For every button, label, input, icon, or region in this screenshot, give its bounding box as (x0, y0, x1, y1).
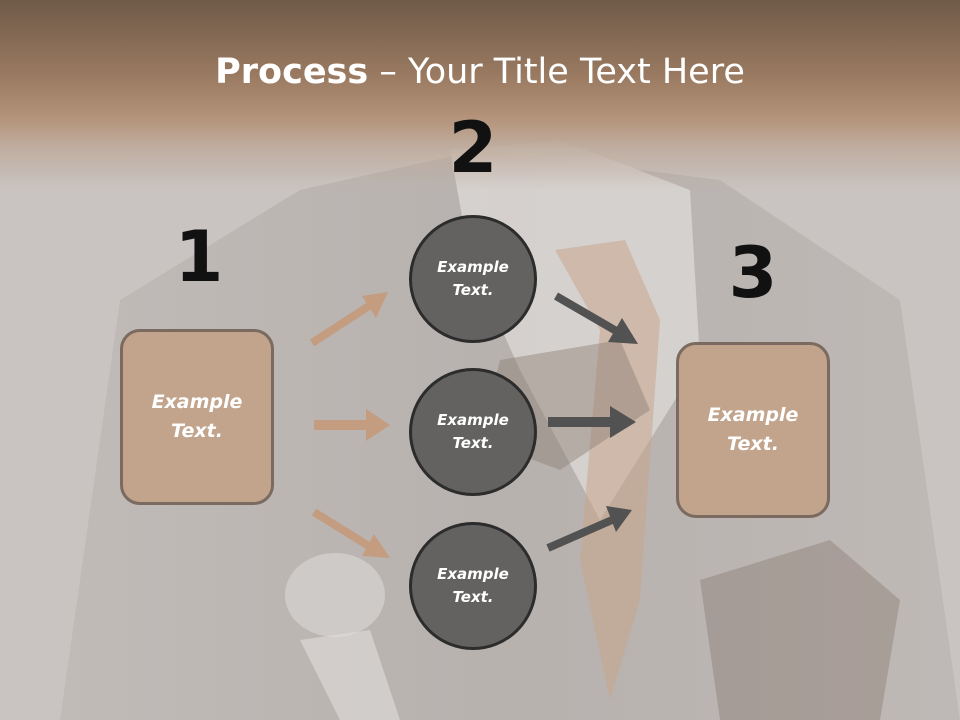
step-2-circle-bottom: Example Text. (409, 522, 537, 650)
step-number-1: 1 (174, 216, 224, 298)
title-band (0, 0, 960, 190)
step-2-circle-top: Example Text. (409, 215, 537, 343)
step-number-3: 3 (728, 232, 778, 314)
step-number-2: 2 (448, 107, 498, 189)
step-2-circle-middle: Example Text. (409, 368, 537, 496)
step-1-box: Example Text. (120, 329, 274, 505)
step-3-box: Example Text. (676, 342, 830, 518)
slide-title: Process – Your Title Text Here (0, 52, 960, 92)
title-rest: – Your Title Text Here (368, 52, 745, 92)
title-bold: Process (215, 52, 369, 92)
